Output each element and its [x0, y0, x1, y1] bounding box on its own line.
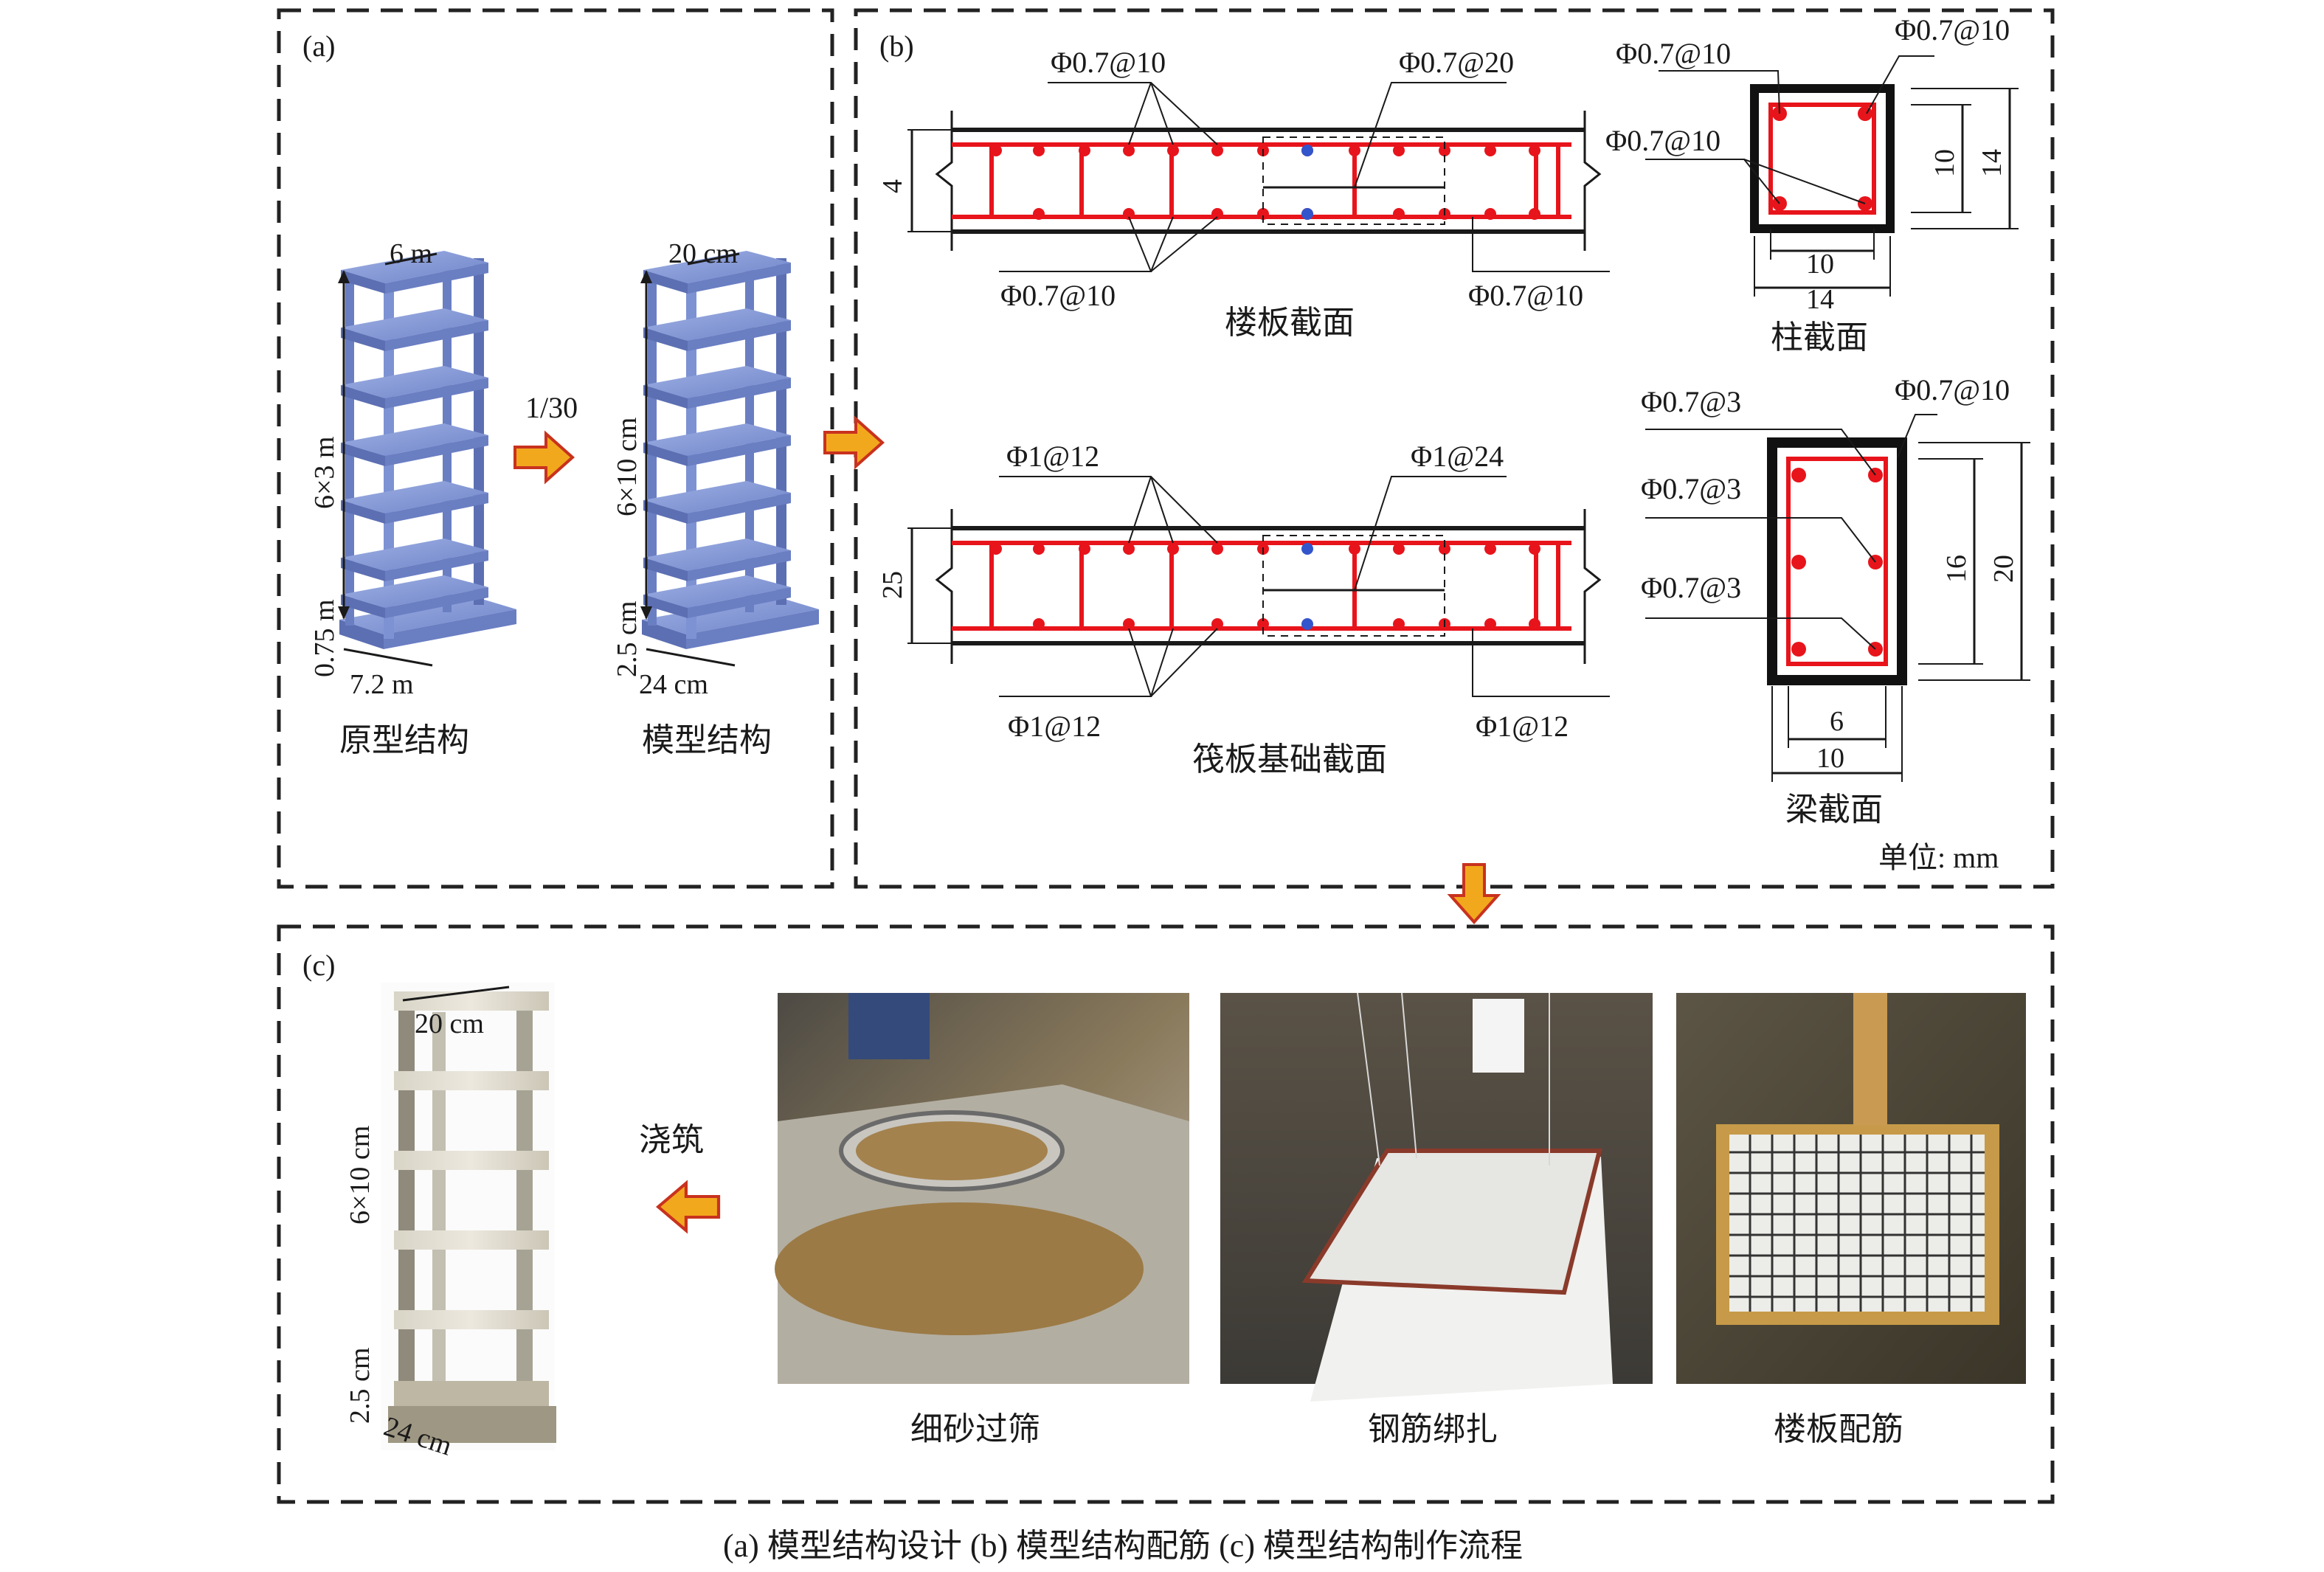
proto-base-dim: 0.75 m [309, 599, 340, 677]
beam-inner-height: 16 [1941, 555, 1972, 583]
panel-b-tag: (b) [879, 30, 914, 63]
model-base-dim: 2.5 cm [612, 601, 643, 677]
slab-top-mid-label: Φ0.7@20 [1399, 46, 1514, 79]
column-inner-width: 10 [1806, 249, 1834, 280]
photo-caption-1: 细砂过筛 [910, 1411, 1040, 1447]
pour-arrow [658, 1183, 719, 1230]
model-height-dim: 6×10 cm [612, 418, 643, 516]
photo-model-height-dim: 6×10 cm [345, 1126, 376, 1225]
unit-label: 单位: mm [1878, 841, 1999, 874]
beam-label-1: Φ0.7@3 [1641, 385, 1741, 418]
model-width-dim: 24 cm [639, 669, 708, 700]
panel-c-tag: (c) [302, 949, 335, 982]
model-caption: 模型结构 [642, 722, 772, 758]
raft-top-mid-label: Φ1@24 [1411, 440, 1504, 473]
raft-thickness-dim: 25 [877, 571, 908, 599]
photo-model-top-dim: 20 cm [415, 1008, 484, 1039]
slab-bottom-right-label: Φ0.7@10 [1468, 279, 1583, 312]
b-to-c-arrow [1449, 863, 1499, 924]
raft-top-left-label: Φ1@12 [1006, 440, 1099, 473]
column-outer-height: 14 [1977, 149, 2007, 177]
photo-finished-model [381, 983, 556, 1450]
slab-bottom-left-label: Φ0.7@10 [1000, 279, 1116, 312]
beam-label-3: Φ0.7@3 [1641, 472, 1741, 505]
model-frame-model [642, 251, 819, 649]
beam-caption: 梁截面 [1785, 792, 1883, 828]
photo-sand-sieving [775, 993, 1189, 1384]
panel-c-frame [277, 924, 2055, 1504]
photo-model-base-dim: 2.5 cm [345, 1348, 376, 1424]
column-section [1645, 55, 2019, 297]
pour-label: 浇筑 [639, 1122, 704, 1158]
photo-rebar-binding [1220, 992, 1653, 1402]
photo-caption-2: 钢筋绑扎 [1368, 1411, 1498, 1447]
proto-top-dim: 6 m [390, 238, 432, 269]
beam-outer-height: 20 [1988, 555, 2019, 583]
proto-caption: 原型结构 [339, 722, 469, 758]
figure-caption: (a) 模型结构设计 (b) 模型结构配筋 (c) 模型结构制作流程 [723, 1528, 1523, 1564]
column-label-3: Φ0.7@10 [1605, 124, 1720, 157]
photo-slab-reinforcement [1676, 993, 2026, 1384]
prototype-frame-model [339, 251, 516, 649]
scale-arrow [513, 432, 574, 482]
beam-label-4: Φ0.7@3 [1641, 571, 1741, 604]
panel-a-tag: (a) [302, 30, 335, 63]
scale-label: 1/30 [525, 391, 578, 424]
proto-height-dim: 6×3 m [309, 437, 340, 510]
beam-outer-width: 10 [1816, 743, 1844, 774]
raft-section [907, 476, 1610, 697]
column-outer-width: 14 [1806, 284, 1834, 315]
proto-width-dim: 7.2 m [350, 669, 414, 700]
beam-label-2: Φ0.7@10 [1895, 373, 2010, 406]
column-inner-height: 10 [1929, 149, 1960, 177]
raft-caption: 筏板基础截面 [1192, 741, 1387, 778]
beam-inner-width: 6 [1830, 706, 1844, 737]
raft-bottom-right-label: Φ1@12 [1476, 710, 1569, 743]
slab-thickness-dim: 4 [877, 179, 908, 193]
column-label-1: Φ0.7@10 [1616, 37, 1731, 70]
raft-bottom-left-label: Φ1@12 [1008, 710, 1101, 743]
slab-section [907, 82, 1610, 272]
column-caption: 柱截面 [1771, 319, 1868, 356]
column-label-2: Φ0.7@10 [1895, 13, 2010, 46]
slab-top-left-label: Φ0.7@10 [1051, 46, 1166, 79]
slab-caption: 楼板截面 [1225, 305, 1355, 341]
photo-caption-3: 楼板配筋 [1774, 1411, 1903, 1447]
model-top-dim: 20 cm [668, 238, 738, 269]
beam-section [1645, 414, 2030, 782]
